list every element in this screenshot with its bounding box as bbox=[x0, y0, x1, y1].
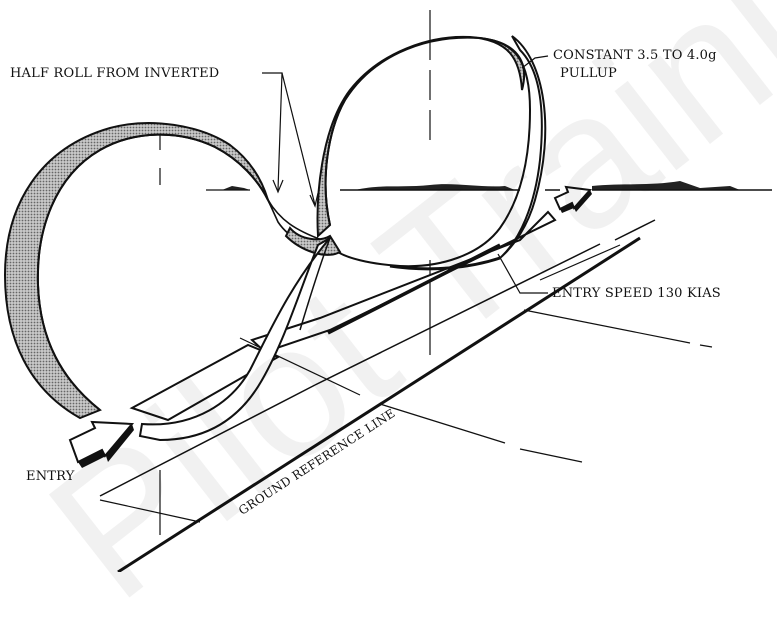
horizon-line bbox=[206, 181, 772, 191]
label-pullup: PULLUP bbox=[560, 66, 617, 81]
label-half-roll: HALF ROLL FROM INVERTED bbox=[10, 66, 220, 81]
label-constant-pullup: CONSTANT 3.5 TO 4.0g bbox=[553, 48, 717, 63]
right-loop-ribbon bbox=[316, 35, 547, 271]
ground-perspective-lines bbox=[99, 219, 713, 523]
label-entry-speed: ENTRY SPEED 130 KIAS bbox=[552, 286, 721, 301]
maneuver-illustration bbox=[3, 10, 772, 572]
cuban-eight-diagram: Pilot Training Pu HALF ROLL FROM INVERTE… bbox=[3, 0, 777, 639]
exit-arrow-icon bbox=[553, 185, 593, 213]
leader-lines bbox=[262, 55, 549, 294]
vertical-reference-lines bbox=[159, 10, 431, 535]
label-entry: ENTRY bbox=[26, 469, 75, 484]
entry-arrow-icon bbox=[68, 420, 135, 468]
ground-reference-line bbox=[117, 236, 641, 572]
crossover-ribbon bbox=[138, 226, 342, 442]
left-loop-ribbon bbox=[3, 122, 339, 420]
ground-track-ribbon bbox=[129, 210, 557, 422]
